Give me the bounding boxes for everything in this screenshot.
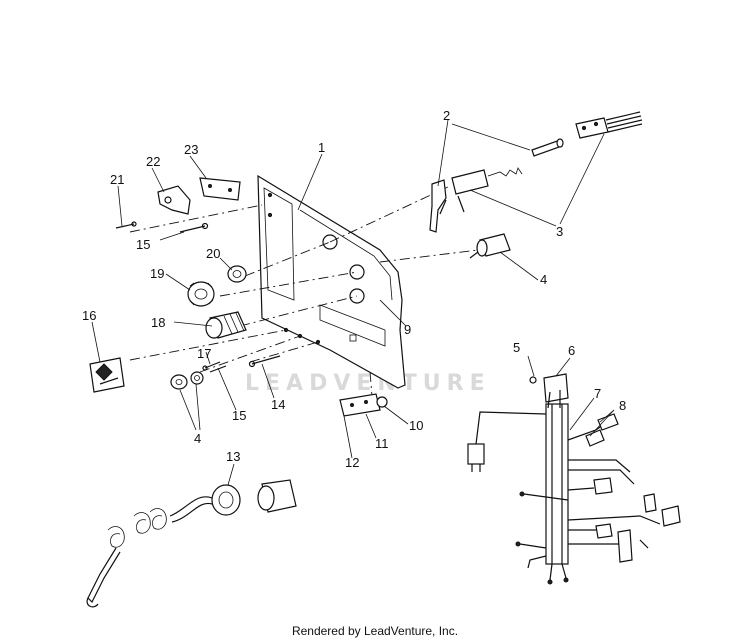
plug-3 [575,111,643,139]
callout-4-lower: 4 [194,431,201,446]
fastener-10 [376,396,388,408]
callout-8: 8 [619,398,626,413]
cover-16 [89,357,125,393]
part-17 [202,361,221,371]
switch-assembly-2 [429,167,523,233]
callout-10: 10 [409,418,423,433]
callout-13: 13 [226,449,240,464]
callout-9: 9 [404,322,411,337]
callout-15-lower: 15 [232,408,246,423]
screw-15-upper [179,222,209,233]
screw-21 [115,221,137,229]
bracket-23 [199,177,241,201]
callout-5: 5 [513,340,520,355]
callout-14: 14 [271,397,285,412]
callout-16: 16 [82,308,96,323]
toggle-switch-4 [469,233,511,259]
callout-22: 22 [146,154,160,169]
switch-18 [205,311,247,339]
nut-19 [187,281,215,307]
callout-3: 3 [556,224,563,239]
callout-11: 11 [375,436,389,451]
assembly-lines [129,185,479,397]
callout-7: 7 [594,386,601,401]
callout-1: 1 [318,140,325,155]
callout-17: 17 [197,346,211,361]
watermark: LEADVENTURE [245,371,491,396]
callout-12: 12 [345,455,359,470]
callout-21: 21 [110,172,124,187]
pin-2 [531,138,564,157]
washer-20 [227,265,247,283]
callout-6: 6 [568,343,575,358]
bezel-4-lower [170,371,204,390]
callout-19: 19 [150,266,164,281]
lanyard-13 [86,479,297,608]
callout-4-upper: 4 [540,272,547,287]
callout-18: 18 [151,315,165,330]
wiring-harness [467,373,681,585]
connector-11-12 [339,393,381,417]
callout-labels: 1 2 3 4 4 5 6 7 8 9 10 11 12 13 14 15 15… [82,108,626,470]
callout-15-upper: 15 [136,237,150,252]
footer-credit: Rendered by LeadVenture, Inc. [291,624,459,638]
part-22 [157,185,191,215]
screw-14 [248,355,281,368]
callout-2: 2 [443,108,450,123]
callout-20: 20 [206,246,220,261]
callout-23: 23 [184,142,198,157]
leader-lines [91,119,615,486]
